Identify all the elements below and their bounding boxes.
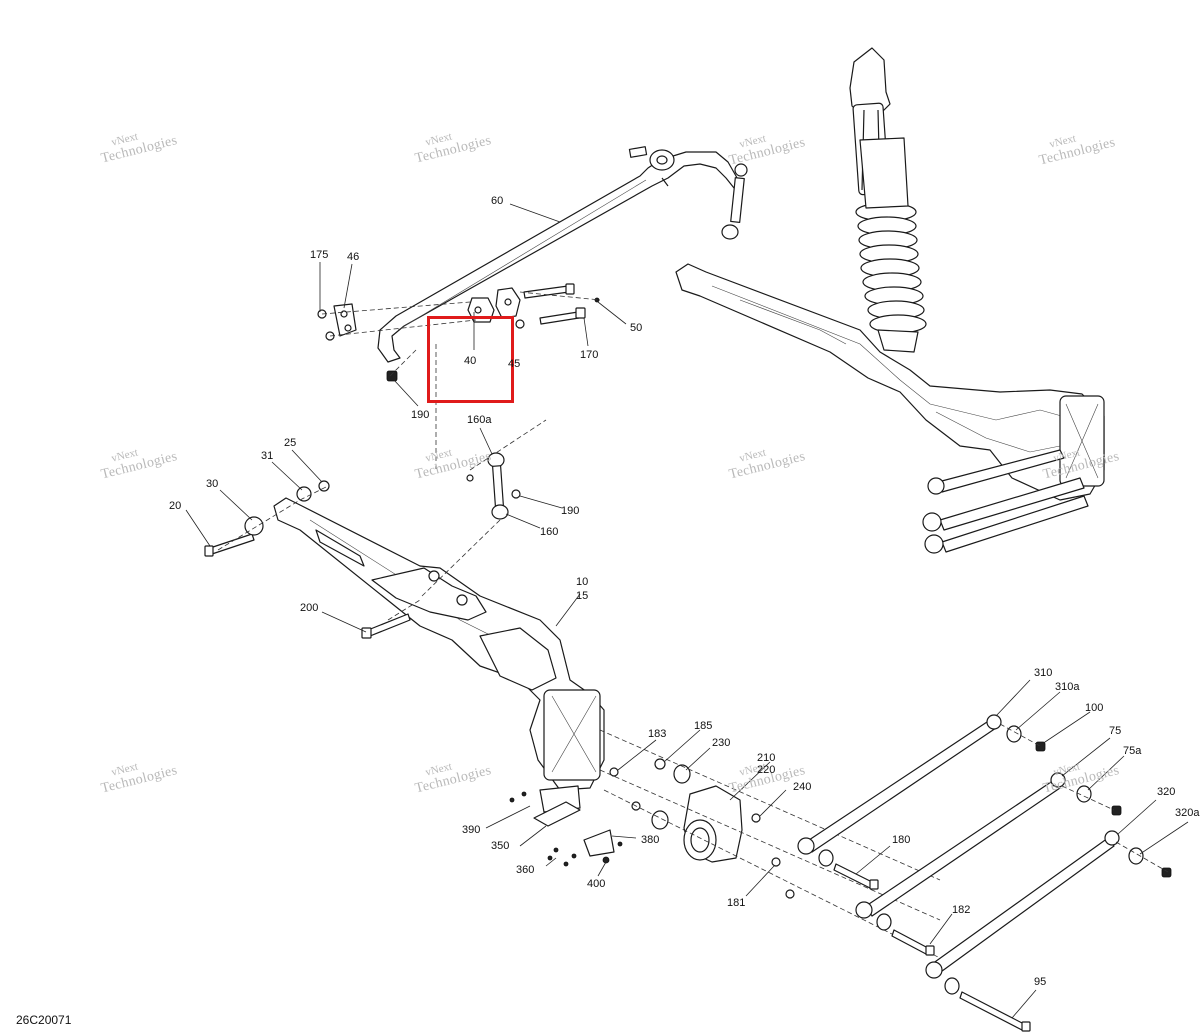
callout-160[interactable]: 160 xyxy=(540,526,559,538)
callout-40[interactable]: 40 xyxy=(464,355,477,367)
callout-310[interactable]: 310 xyxy=(1034,667,1053,679)
bolts-50-170 xyxy=(515,283,600,329)
callout-170[interactable]: 170 xyxy=(580,349,599,361)
sway-bar-link-lower xyxy=(466,452,521,520)
callout-240[interactable]: 240 xyxy=(793,781,812,793)
plate-46 xyxy=(333,303,357,337)
callout-230[interactable]: 230 xyxy=(712,737,731,749)
callout-30[interactable]: 30 xyxy=(206,478,219,490)
callout-25[interactable]: 25 xyxy=(284,437,297,449)
callout-310a[interactable]: 310a xyxy=(1055,681,1080,693)
sway-bar-link-upper xyxy=(721,163,748,240)
bearing-housing xyxy=(683,785,743,863)
callout-320[interactable]: 320 xyxy=(1157,786,1176,798)
callout-360[interactable]: 360 xyxy=(516,864,535,876)
trailing-arm-upper xyxy=(675,263,1105,501)
callout-95[interactable]: 95 xyxy=(1034,976,1047,988)
leader-lines xyxy=(185,203,1189,1019)
callout-160a[interactable]: 160a xyxy=(467,414,492,426)
trailing-arm-main xyxy=(273,497,605,813)
diagram-reference-code: 26C20071 xyxy=(16,1013,72,1027)
callout-182[interactable]: 182 xyxy=(952,904,971,916)
callout-175[interactable]: 175 xyxy=(310,249,329,261)
callout-45[interactable]: 45 xyxy=(508,358,521,370)
callout-10[interactable]: 10 xyxy=(576,576,589,588)
front-bushing-hardware xyxy=(204,480,330,557)
callout-183[interactable]: 183 xyxy=(648,728,667,740)
callout-75a[interactable]: 75a xyxy=(1123,745,1142,757)
callout-220[interactable]: 220 xyxy=(757,764,776,776)
callout-400[interactable]: 400 xyxy=(587,878,606,890)
callout-100[interactable]: 100 xyxy=(1085,702,1104,714)
selected-part-highlight[interactable] xyxy=(427,316,514,403)
toe-link-hardware xyxy=(818,725,1172,1032)
callout-190b[interactable]: 190 xyxy=(561,505,580,517)
callout-350[interactable]: 350 xyxy=(491,840,510,852)
callout-75[interactable]: 75 xyxy=(1109,725,1122,737)
callout-15[interactable]: 15 xyxy=(576,590,589,602)
callout-320a[interactable]: 320a xyxy=(1175,807,1200,819)
callout-60[interactable]: 60 xyxy=(491,195,504,207)
shock-absorber xyxy=(849,47,927,353)
callout-200[interactable]: 200 xyxy=(300,602,319,614)
callout-31[interactable]: 31 xyxy=(261,450,274,462)
callout-181[interactable]: 181 xyxy=(727,897,746,909)
links-upper-right xyxy=(922,449,1089,554)
callout-380[interactable]: 380 xyxy=(641,834,660,846)
callout-180[interactable]: 180 xyxy=(892,834,911,846)
callout-185[interactable]: 185 xyxy=(694,720,713,732)
callout-210[interactable]: 210 xyxy=(757,752,776,764)
callout-390[interactable]: 390 xyxy=(462,824,481,836)
toe-links xyxy=(797,714,1120,979)
bracket-350-380 xyxy=(509,791,623,867)
callout-46[interactable]: 46 xyxy=(347,251,360,263)
callout-50[interactable]: 50 xyxy=(630,322,643,334)
callout-190[interactable]: 190 xyxy=(411,409,430,421)
bolt-200 xyxy=(361,613,411,639)
callout-20[interactable]: 20 xyxy=(169,500,182,512)
